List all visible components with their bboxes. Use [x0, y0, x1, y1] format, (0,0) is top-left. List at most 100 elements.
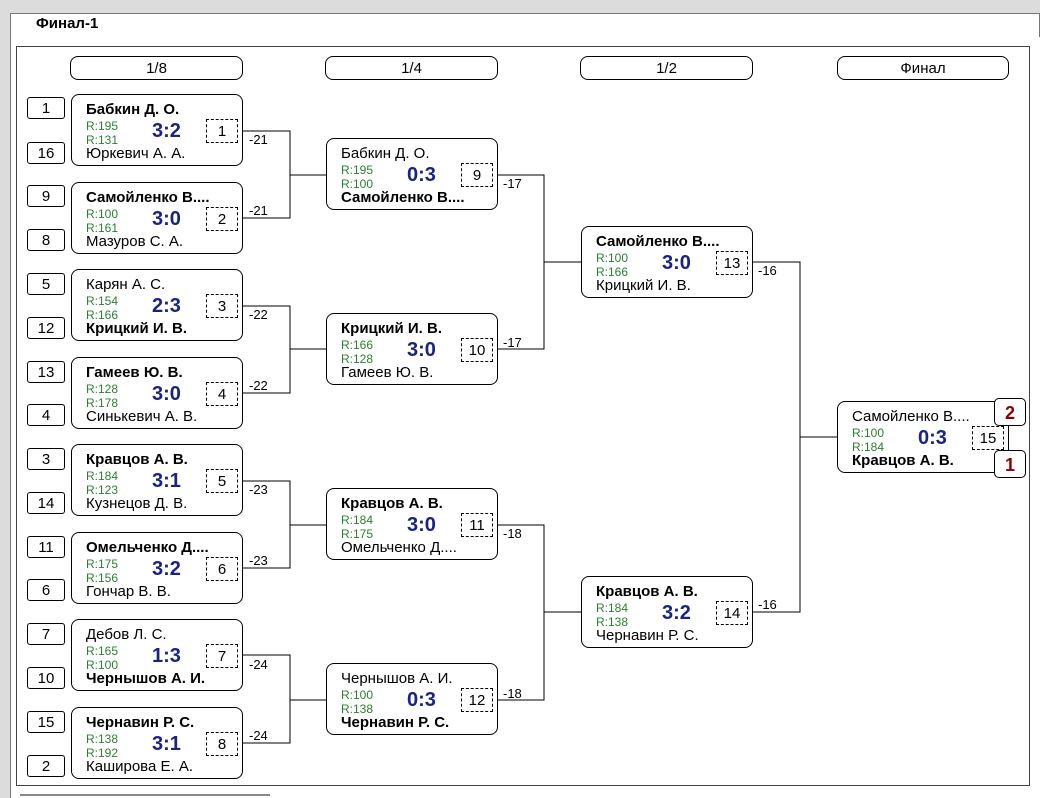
match-number: 9	[461, 163, 493, 187]
match-12[interactable]: Чернышов А. И. R:100 R:138 0:3 12 Чернав…	[326, 663, 498, 735]
match-number: 7	[206, 644, 238, 668]
player-top: Самойленко В....	[86, 189, 210, 206]
rating-top: R:175	[86, 557, 119, 571]
rating-bottom: R:178	[86, 396, 119, 410]
player-bottom: Кравцов А. В.	[852, 452, 954, 469]
seed-8: 8	[27, 229, 65, 251]
loser-ref-3: -22	[249, 307, 268, 322]
match-3[interactable]: Карян А. С. R:154 R:166 2:3 3 Крицкий И.…	[71, 269, 243, 341]
match-8[interactable]: Чернавин Р. С. R:138 R:192 3:1 8 Каширов…	[71, 707, 243, 779]
match-number: 10	[461, 338, 493, 362]
match-number: 2	[206, 207, 238, 231]
player-bottom: Чернавин Р. С.	[596, 627, 699, 644]
match-number: 14	[716, 601, 748, 625]
rating-top: R:138	[86, 732, 119, 746]
rating-bottom: R:156	[86, 571, 119, 585]
player-bottom: Чернавин Р. С.	[341, 714, 450, 731]
match-11[interactable]: Кравцов А. В. R:184 R:175 3:0 11 Омельче…	[326, 488, 498, 560]
match-9[interactable]: Бабкин Д. О. R:195 R:100 0:3 9 Самойленк…	[326, 138, 498, 210]
match-5[interactable]: Кравцов А. В. R:184 R:123 3:1 5 Кузнецов…	[71, 444, 243, 516]
seed-3: 3	[27, 448, 65, 470]
seed-4: 4	[27, 404, 65, 426]
loser-ref-14: -16	[758, 597, 777, 612]
player-top: Гамеев Ю. В.	[86, 364, 183, 381]
match-6[interactable]: Омельченко Д.... R:175 R:156 3:2 6 Гонча…	[71, 532, 243, 604]
loser-ref-7: -24	[249, 657, 268, 672]
match-4[interactable]: Гамеев Ю. В. R:128 R:178 3:0 4 Синькевич…	[71, 357, 243, 429]
seed-15: 15	[27, 711, 65, 733]
loser-ref-11: -18	[503, 526, 522, 541]
match-score: 3:0	[407, 514, 436, 536]
player-bottom: Гамеев Ю. В.	[341, 364, 434, 381]
round-header-1-8: 1/8	[70, 56, 243, 80]
match-score: 3:0	[662, 252, 691, 274]
player-top: Крицкий И. В.	[341, 320, 442, 337]
player-top: Самойленко В....	[596, 233, 720, 250]
player-bottom: Крицкий И. В.	[596, 277, 691, 294]
player-bottom: Крицкий И. В.	[86, 320, 187, 337]
loser-ref-2: -21	[249, 203, 268, 218]
match-score: 3:1	[152, 470, 181, 492]
player-top: Бабкин Д. О.	[86, 101, 180, 118]
match-number: 4	[206, 382, 238, 406]
match-15-final[interactable]: Самойленко В.... R:100 R:184 0:3 15 Крав…	[837, 401, 1009, 473]
seed-6: 6	[27, 579, 65, 601]
player-bottom: Мазуров С. А.	[86, 233, 184, 250]
round-header-1-4: 1/4	[325, 56, 498, 80]
match-10[interactable]: Крицкий И. В. R:166 R:128 3:0 10 Гамеев …	[326, 313, 498, 385]
page-title: Финал-1	[36, 15, 99, 32]
loser-ref-13: -16	[758, 263, 777, 278]
match-score: 3:2	[152, 120, 181, 142]
rating-top: R:184	[341, 513, 374, 527]
rating-top: R:184	[86, 469, 119, 483]
player-top: Чернавин Р. С.	[86, 714, 195, 731]
seed-11: 11	[27, 536, 65, 558]
rating-bottom: R:161	[86, 221, 119, 235]
match-1[interactable]: Бабкин Д. О. R:195 R:131 3:2 1 Юркевич А…	[71, 94, 243, 166]
seed-13: 13	[27, 361, 65, 383]
player-bottom: Чернышов А. И.	[86, 670, 206, 687]
rating-top: R:100	[596, 251, 629, 265]
player-top: Карян А. С.	[86, 276, 166, 293]
loser-ref-5: -23	[249, 482, 268, 497]
loser-ref-4: -22	[249, 378, 268, 393]
match-score: 3:0	[407, 339, 436, 361]
seed-10: 10	[27, 667, 65, 689]
player-top: Дебов Л. С.	[86, 626, 167, 643]
rating-top: R:166	[341, 338, 374, 352]
rating-bottom: R:184	[852, 440, 885, 454]
match-number: 5	[206, 469, 238, 493]
player-top: Кравцов А. В.	[86, 451, 188, 468]
rating-bottom: R:166	[596, 265, 629, 279]
player-top: Кравцов А. В.	[341, 495, 443, 512]
player-bottom: Юркевич А. А.	[86, 145, 186, 162]
tab-final-1[interactable]	[10, 13, 1040, 37]
match-score: 1:3	[152, 645, 181, 667]
rating-top: R:100	[341, 688, 374, 702]
player-top: Омельченко Д....	[86, 539, 209, 556]
rating-bottom: R:175	[341, 527, 374, 541]
match-score: 3:2	[152, 558, 181, 580]
final-place-top: 2	[994, 398, 1026, 426]
match-14[interactable]: Кравцов А. В. R:184 R:138 3:2 14 Чернави…	[581, 576, 753, 648]
match-score: 3:0	[152, 383, 181, 405]
match-2[interactable]: Самойленко В.... R:100 R:161 3:0 2 Мазур…	[71, 182, 243, 254]
match-7[interactable]: Дебов Л. С. R:165 R:100 1:3 7 Чернышов А…	[71, 619, 243, 691]
rating-bottom: R:100	[341, 177, 374, 191]
loser-ref-6: -23	[249, 553, 268, 568]
seed-1: 1	[27, 97, 65, 119]
rating-top: R:165	[86, 644, 119, 658]
match-score: 3:0	[152, 208, 181, 230]
match-score: 3:2	[662, 602, 691, 624]
seed-2: 2	[27, 755, 65, 777]
round-header-final: Финал	[837, 56, 1009, 80]
status-line	[20, 794, 270, 796]
rating-bottom: R:192	[86, 746, 119, 760]
player-top: Самойленко В....	[852, 408, 970, 425]
rating-top: R:195	[86, 119, 119, 133]
match-number: 12	[461, 688, 493, 712]
loser-ref-8: -24	[249, 728, 268, 743]
match-13[interactable]: Самойленко В.... R:100 R:166 3:0 13 Криц…	[581, 226, 753, 298]
loser-ref-9: -17	[503, 176, 522, 191]
